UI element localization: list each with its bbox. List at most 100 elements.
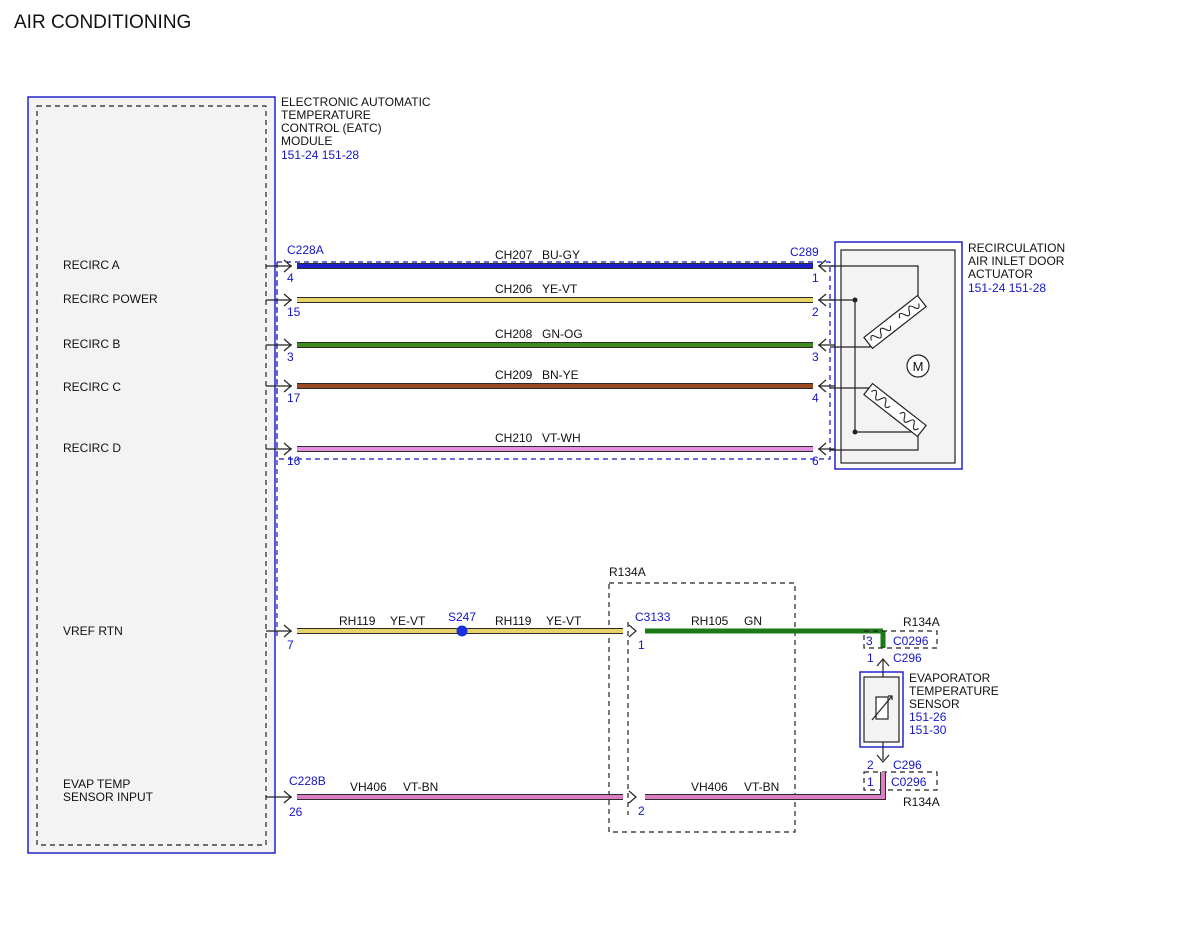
sensor-ref-1: 151-26 — [909, 710, 947, 724]
actuator-junction-2 — [852, 429, 858, 435]
vref-seg3-color: GN — [744, 614, 762, 628]
evap-seg2-color: VT-BN — [744, 780, 779, 794]
wire-ch207-circuit: CH207 — [495, 248, 533, 262]
evap-temp-circuit: C228B 26 VH406 VT-BN 2 VH406 VT-BN — [266, 772, 886, 819]
eatc-name-line-3: CONTROL (EATC) — [281, 121, 382, 135]
eatc-name-line-4: MODULE — [281, 134, 332, 148]
actuator-coil-a-lead — [830, 265, 919, 300]
wire-ch208-color: GN-OG — [542, 327, 583, 341]
wire-ch209-pin-left: 17 — [287, 391, 301, 405]
vref-arrow-left — [283, 624, 292, 638]
actuator-refs: 151-24 151-28 — [968, 281, 1046, 295]
vref-seg3-circuit: RH105 — [691, 614, 729, 628]
r134a-harness-boundary — [608, 582, 796, 833]
c0296-bottom-pin: 1 — [867, 775, 874, 789]
evap-seg2-wire — [645, 772, 885, 799]
wire-ch209-circuit: CH209 — [495, 368, 533, 382]
vref-rtn-circuit: 7 RH119 YE-VT RH119 YE-VT S247 1 RH105 G… — [266, 610, 886, 652]
c296-top-pin: 1 — [867, 651, 874, 665]
signal-recirc-c: RECIRC C — [63, 380, 121, 394]
eatc-refs: 151-24 151-28 — [281, 148, 359, 162]
diagram-title: AIR CONDITIONING — [14, 12, 191, 33]
wire-ch208-circuit: CH208 — [495, 327, 533, 341]
eatc-module-inner-boundary — [36, 105, 267, 846]
signal-recirc-d: RECIRC D — [63, 441, 121, 455]
harness-top-label: R134A — [903, 615, 940, 629]
vref-seg2-color: YE-VT — [546, 614, 582, 628]
wire-ch207-pin-right: 1 — [812, 271, 819, 285]
evap-pin-left: 26 — [289, 805, 303, 819]
wire-ch206-pin-left: 15 — [287, 305, 301, 319]
wire-ch206-circuit: CH206 — [495, 282, 533, 296]
connector-c3133: C3133 — [635, 610, 671, 624]
thermistor-arrow — [871, 695, 893, 721]
sensor-name-line-3: SENSOR — [909, 697, 960, 711]
wire-ch206-pin-right: 2 — [812, 305, 819, 319]
vref-pin-c3133: 1 — [638, 638, 645, 652]
actuator-junction-1 — [852, 297, 858, 303]
splice-s247 — [456, 625, 468, 637]
harness-bottom-label: R134A — [903, 795, 940, 809]
c0296-bottom-boundary — [863, 771, 938, 791]
wire-ch206-color: YE-VT — [542, 282, 578, 296]
sensor-outline — [859, 671, 904, 748]
signal-recirc-power: RECIRC POWER — [63, 292, 158, 306]
eatc-module: ELECTRONIC AUTOMATIC TEMPERATURE CONTROL… — [27, 95, 431, 854]
wire-ch210-arrow-right — [818, 442, 827, 456]
actuator-name-line-3: ACTUATOR — [968, 267, 1033, 281]
wire-ch208-arrow-right — [818, 338, 827, 352]
c228a-c289-connector-boundary — [276, 261, 831, 460]
eatc-name-line-1: ELECTRONIC AUTOMATIC — [281, 95, 431, 109]
wire-ch207-arrow-right — [818, 259, 827, 273]
evap-pin-c3133: 2 — [638, 804, 645, 818]
vref-seg1-circuit: RH119 — [339, 614, 376, 628]
c0296-bottom-label: C0296 — [891, 775, 927, 789]
motor-icon — [906, 354, 930, 378]
wire-ch209-arrow-right — [818, 379, 827, 393]
c0296-top-boundary — [863, 630, 938, 649]
signal-recirc-a: RECIRC A — [63, 258, 120, 272]
wire-ch209-pin-right: 4 — [812, 391, 819, 405]
sensor-name-line-1: EVAPORATOR — [909, 671, 991, 685]
wire-ch210-pin-left: 16 — [287, 454, 301, 468]
signal-sensor-input: SENSOR INPUT — [63, 790, 154, 804]
c296-top-label: C296 — [893, 651, 922, 665]
wire-ch209-arrow-left — [283, 379, 292, 393]
vref-seg2-circuit: RH119 — [495, 614, 532, 628]
motor-label: M — [913, 359, 924, 374]
wire-ch206-arrow-left — [283, 293, 292, 307]
eatc-module-outline — [27, 96, 276, 854]
sensor-ref-2: 151-30 — [909, 723, 947, 737]
connector-c228a: C228A — [287, 243, 324, 257]
actuator-name-line-2: AIR INLET DOOR — [968, 254, 1065, 268]
evap-seg1-circuit: VH406 — [350, 780, 387, 794]
vref-arrow-c3133 — [628, 624, 637, 638]
eatc-name-line-2: TEMPERATURE — [281, 108, 371, 122]
wire-ch207-color: BU-GY — [542, 248, 580, 262]
c0296-top-pin: 3 — [866, 634, 873, 648]
signal-vref-rtn: VREF RTN — [63, 624, 123, 638]
connector-c289: C289 — [790, 245, 819, 259]
r134a-harness-label: R134A — [609, 565, 646, 579]
c0296-top-label: C0296 — [893, 634, 929, 648]
vref-seg1-color: YE-VT — [390, 614, 426, 628]
lower-coil-pair — [863, 382, 927, 438]
wire-ch207-pin-left: 4 — [287, 271, 294, 285]
evap-arrow-left — [283, 790, 292, 804]
actuator-coil-d-lead — [830, 432, 919, 451]
signal-evap-temp: EVAP TEMP — [63, 777, 130, 791]
wire-ch209-color: BN-YE — [542, 368, 579, 382]
splice-label: S247 — [448, 610, 476, 624]
recirc-actuator: RECIRCULATION AIR INLET DOOR ACTUATOR 15… — [830, 241, 1065, 470]
wire-ch210-arrow-left — [283, 442, 292, 456]
vref-pin-left: 7 — [287, 638, 294, 652]
wire-ch210-pin-right: 6 — [812, 454, 819, 468]
wire-ch207-arrow-left — [283, 259, 292, 273]
wire-ch210-color: VT-WH — [542, 431, 581, 445]
connector-c228b: C228B — [289, 774, 326, 788]
c296-bottom-pin: 2 — [867, 758, 874, 772]
wire-ch210-circuit: CH210 — [495, 431, 533, 445]
wire-ch208-pin-left: 3 — [287, 350, 294, 364]
wire-ch208-pin-right: 3 — [812, 350, 819, 364]
